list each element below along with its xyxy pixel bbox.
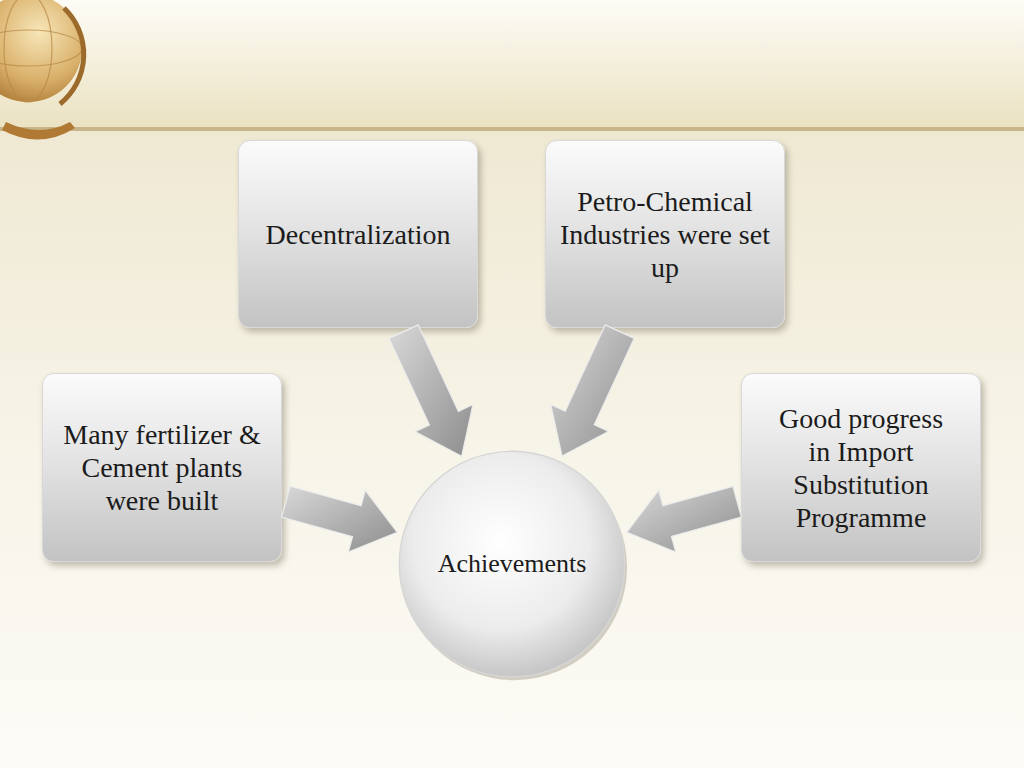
process-box: Many fertilizer & Cement plants were bui… [42, 373, 282, 562]
globe-meridian [4, 0, 52, 102]
node-text: Achievements [438, 549, 587, 579]
node-text: Decentralization [265, 218, 450, 251]
circle-fill [399, 451, 624, 676]
arrow-shape [627, 486, 742, 552]
arrow-shape [282, 486, 398, 552]
block-arrow [389, 325, 473, 456]
block-arrow [627, 486, 742, 552]
node-text: Many fertilizer & Cement plants were bui… [53, 418, 271, 517]
process-box: Petro-Chemical Industries were set up [545, 140, 785, 328]
process-box: Good progress in Import Substitution Pro… [741, 373, 981, 562]
block-arrow [551, 325, 635, 456]
body-band [0, 131, 1024, 768]
hub-circle: Achievements [397, 449, 627, 679]
node-text: Petro-Chemical Industries were set up [554, 185, 776, 284]
process-box: Decentralization [238, 140, 478, 328]
arrow-shape [389, 325, 473, 456]
node-text: Good progress in Import Substitution Pro… [768, 402, 954, 534]
globe-meridian-ring [60, 8, 84, 104]
arrow-shape [551, 325, 635, 456]
globe-illustration [0, 0, 84, 140]
globe-stand [2, 122, 75, 140]
header-rule [0, 127, 1024, 131]
header-band [0, 0, 1024, 128]
globe-parallel [0, 30, 82, 66]
block-arrow [282, 486, 398, 552]
